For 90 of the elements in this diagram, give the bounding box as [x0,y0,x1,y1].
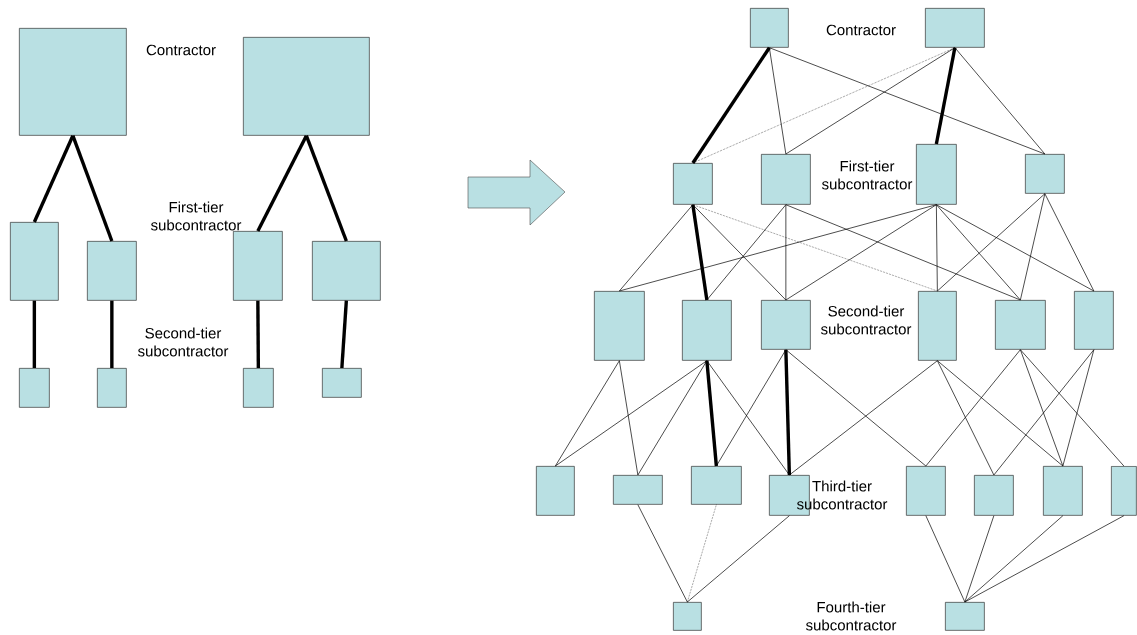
box [916,144,957,205]
connector-line [769,47,1046,155]
connector-line [964,515,995,603]
box [761,154,811,205]
box [243,37,370,136]
connector-line [692,204,938,292]
box [233,231,283,301]
connector-line [785,349,927,467]
connector-line [32,300,37,368]
box [322,368,362,398]
box [10,222,59,301]
connector-line [71,135,114,242]
box [906,466,946,516]
connector-line [936,204,1021,301]
box [673,163,713,205]
connector-line [785,47,956,155]
tier-label: Third-tier subcontractor [797,480,888,510]
box [19,28,127,136]
connector-line [716,349,787,467]
connector-line [304,135,348,242]
box [87,241,137,301]
tier-label: Fourth-tier subcontractor [806,601,897,631]
box [673,602,702,631]
tier-label: First-tier subcontractor [822,160,913,190]
box [1043,466,1083,516]
box [761,300,811,350]
connector-line [925,515,966,603]
connector-line [964,515,1125,603]
connector-line [110,300,114,368]
connector-line [619,360,639,476]
box [995,300,1046,350]
connector-line [256,134,308,232]
box [613,475,663,505]
tier-label: Contractor [826,24,896,36]
connector-line [785,204,937,301]
box [19,368,50,408]
connector-line [1044,193,1095,292]
box [750,8,789,48]
connector-line [785,204,787,301]
connector-line [934,47,957,145]
connector-line [340,300,349,369]
connector-line [705,360,719,467]
connector-line [937,360,995,476]
connector-line [256,300,261,369]
connector-line [1020,349,1064,467]
connector-line [706,360,790,476]
connector-line [937,193,1046,292]
box [691,466,742,505]
connector-line [619,204,937,292]
connector-line [925,349,1021,467]
box [536,466,575,516]
connector-line [964,515,1064,603]
connector-line [936,204,1095,292]
box [312,241,381,301]
box [97,368,127,408]
connector-line [789,360,938,476]
box [243,368,274,408]
connector-line [691,204,709,301]
connector-line [32,135,75,223]
box [1025,154,1065,194]
connector-line [687,504,717,603]
box [918,291,957,361]
tier-label: Second-tier subcontractor [821,305,912,335]
tier-label: First-tier subcontractor [151,201,242,231]
box [1074,291,1114,350]
connector-line [619,204,694,292]
connector-line [691,46,771,164]
connector-line [993,349,1095,476]
box [594,291,645,361]
connector-line [1020,349,1125,467]
connector-line [637,360,708,476]
connector-line [637,504,688,603]
connector-line [936,204,938,292]
connector-line [555,360,620,467]
box [682,300,732,361]
connector-line [687,515,790,603]
box [1111,466,1137,516]
tier-label: Second-tier subcontractor [138,327,229,357]
connector-line [769,47,787,155]
box [925,8,985,48]
connector-line [1062,349,1095,467]
connector-line [784,349,792,476]
connector-line [954,47,1046,155]
connector-line [937,360,1064,467]
box [945,602,985,631]
connector-line [1020,193,1046,301]
tier-label: Contractor [146,44,216,56]
box [974,475,1014,516]
connector-line [555,360,708,467]
connector-line [785,204,1021,301]
